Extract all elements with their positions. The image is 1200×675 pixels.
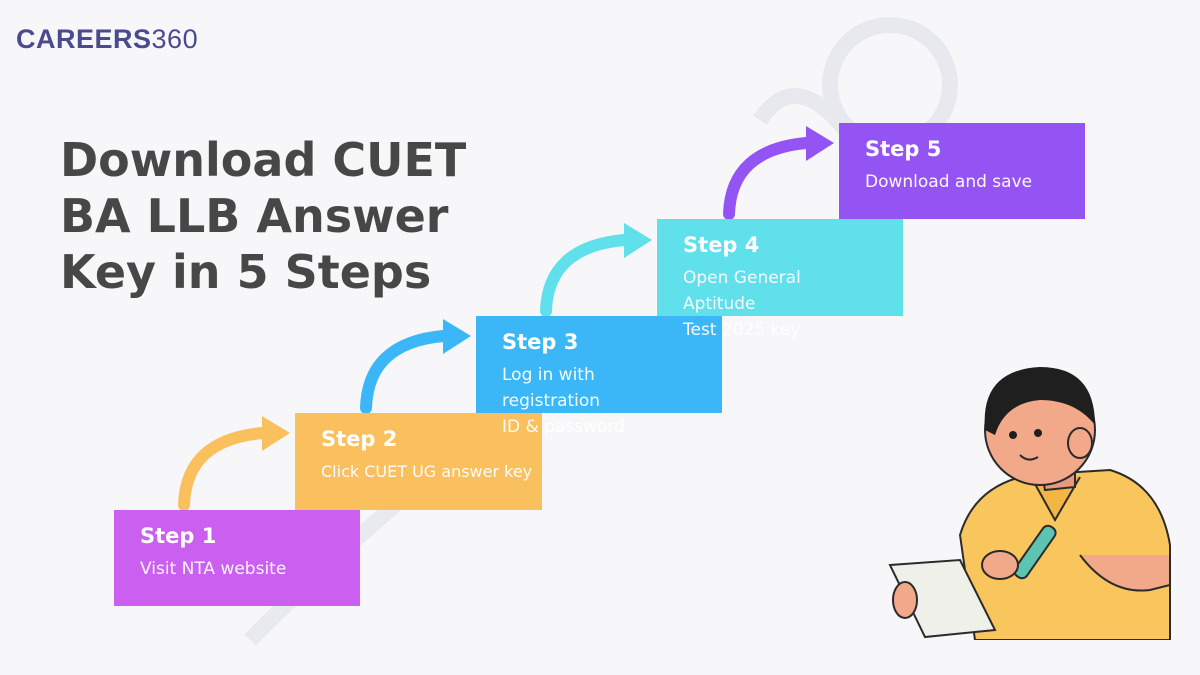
step-card-5: Step 5 Download and save (839, 123, 1085, 219)
step-desc: Log in with registration (502, 365, 601, 411)
logo-brand: CAREERS (16, 24, 152, 54)
title-line-3: Key in 5 Steps (60, 245, 432, 299)
careers360-logo[interactable]: CAREERS360 (16, 26, 198, 53)
step-card-1: Step 1 Visit NTA website (114, 510, 360, 606)
person-writing-illustration (888, 367, 1171, 640)
curved-arrow-icon (540, 234, 630, 317)
step-title: Step 5 (865, 137, 942, 161)
step-card-2: Step 2 Click CUET UG answer key (295, 413, 542, 510)
logo-number: 360 (151, 24, 199, 54)
curved-arrow-icon (360, 330, 449, 414)
page-title: Download CUET BA LLB Answer Key in 5 Ste… (60, 132, 466, 300)
step-title: Step 4 (683, 233, 760, 257)
curved-arrow-icon (723, 137, 812, 220)
step-desc: Visit NTA website (140, 559, 287, 579)
title-line-1: Download CUET (60, 133, 467, 187)
step-title: Step 2 (321, 427, 398, 451)
step-card-3: Step 3 Log in with registration ID & pas… (476, 316, 722, 437)
step-desc: Test 2025 key (683, 320, 801, 340)
step-desc: Download and save (865, 172, 1033, 192)
curved-arrow-icon (178, 427, 268, 511)
step-desc: Click CUET UG answer key (321, 462, 533, 481)
title-line-2: BA LLB Answer (60, 189, 449, 243)
step-title: Step 3 (502, 330, 579, 354)
step-card-4: Step 4 Open General Aptitude Test 2025 k… (657, 219, 903, 340)
step-title: Step 1 (140, 524, 217, 548)
step-desc: Open General Aptitude (683, 268, 801, 314)
step-desc: ID & password (502, 417, 625, 437)
